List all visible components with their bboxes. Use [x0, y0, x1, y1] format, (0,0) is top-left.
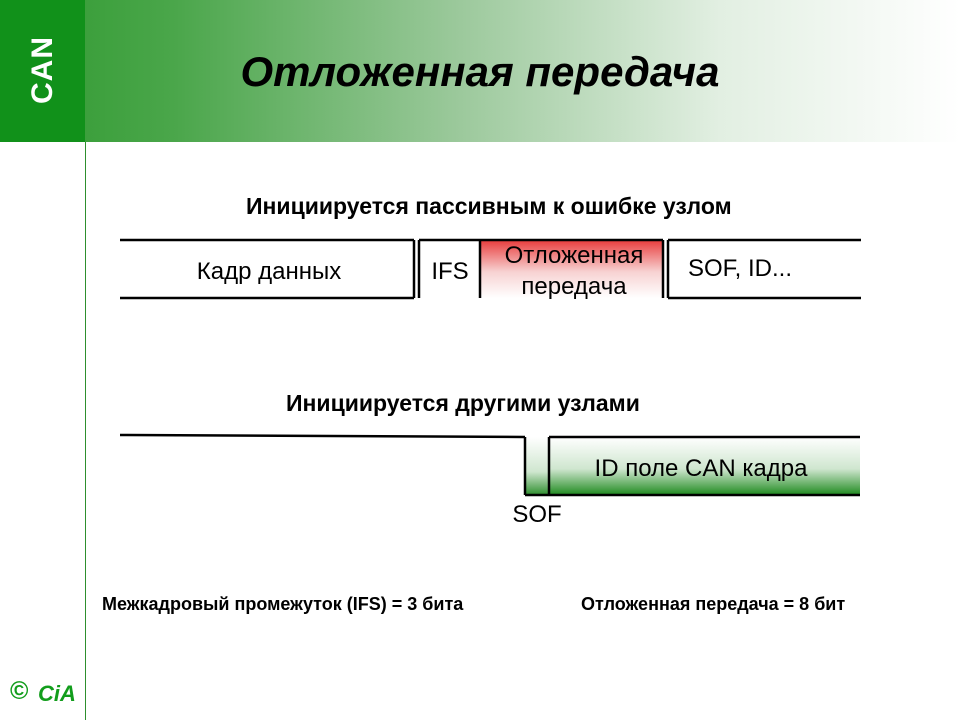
id-field-fill — [549, 437, 860, 495]
suspend-note: Отложенная передача = 8 бит — [581, 594, 846, 614]
ifs-note: Межкадровый промежуток (IFS) = 3 бита — [102, 594, 464, 614]
sof-segment-fill — [525, 437, 548, 495]
page-title: Отложенная передача — [240, 48, 720, 95]
id-field-label: ID поле CAN кадра — [595, 455, 809, 482]
diagram1: Кадр данных IFS Отложенная передача SOF,… — [120, 238, 861, 300]
suspend-segment-fill — [481, 240, 663, 298]
ifs-label: IFS — [431, 258, 468, 285]
cia-logo: CiA — [38, 681, 76, 706]
sof-label: SOF — [512, 501, 561, 528]
diagram2: ID поле CAN кадра SOF — [119, 433, 860, 528]
side-band — [0, 0, 85, 142]
diagram2-caption: Инициируется другими узлами — [286, 390, 640, 416]
data-frame-label: Кадр данных — [197, 258, 341, 285]
side-divider — [85, 142, 86, 720]
sof-id-label: SOF, ID... — [688, 255, 792, 282]
suspend-label-line2: передача — [521, 273, 627, 300]
header-band — [0, 0, 960, 142]
diagram1-caption: Инициируется пассивным к ошибке узлом — [246, 193, 732, 219]
suspend-label-line1: Отложенная — [505, 242, 644, 269]
copyright-icon: © — [10, 677, 29, 705]
